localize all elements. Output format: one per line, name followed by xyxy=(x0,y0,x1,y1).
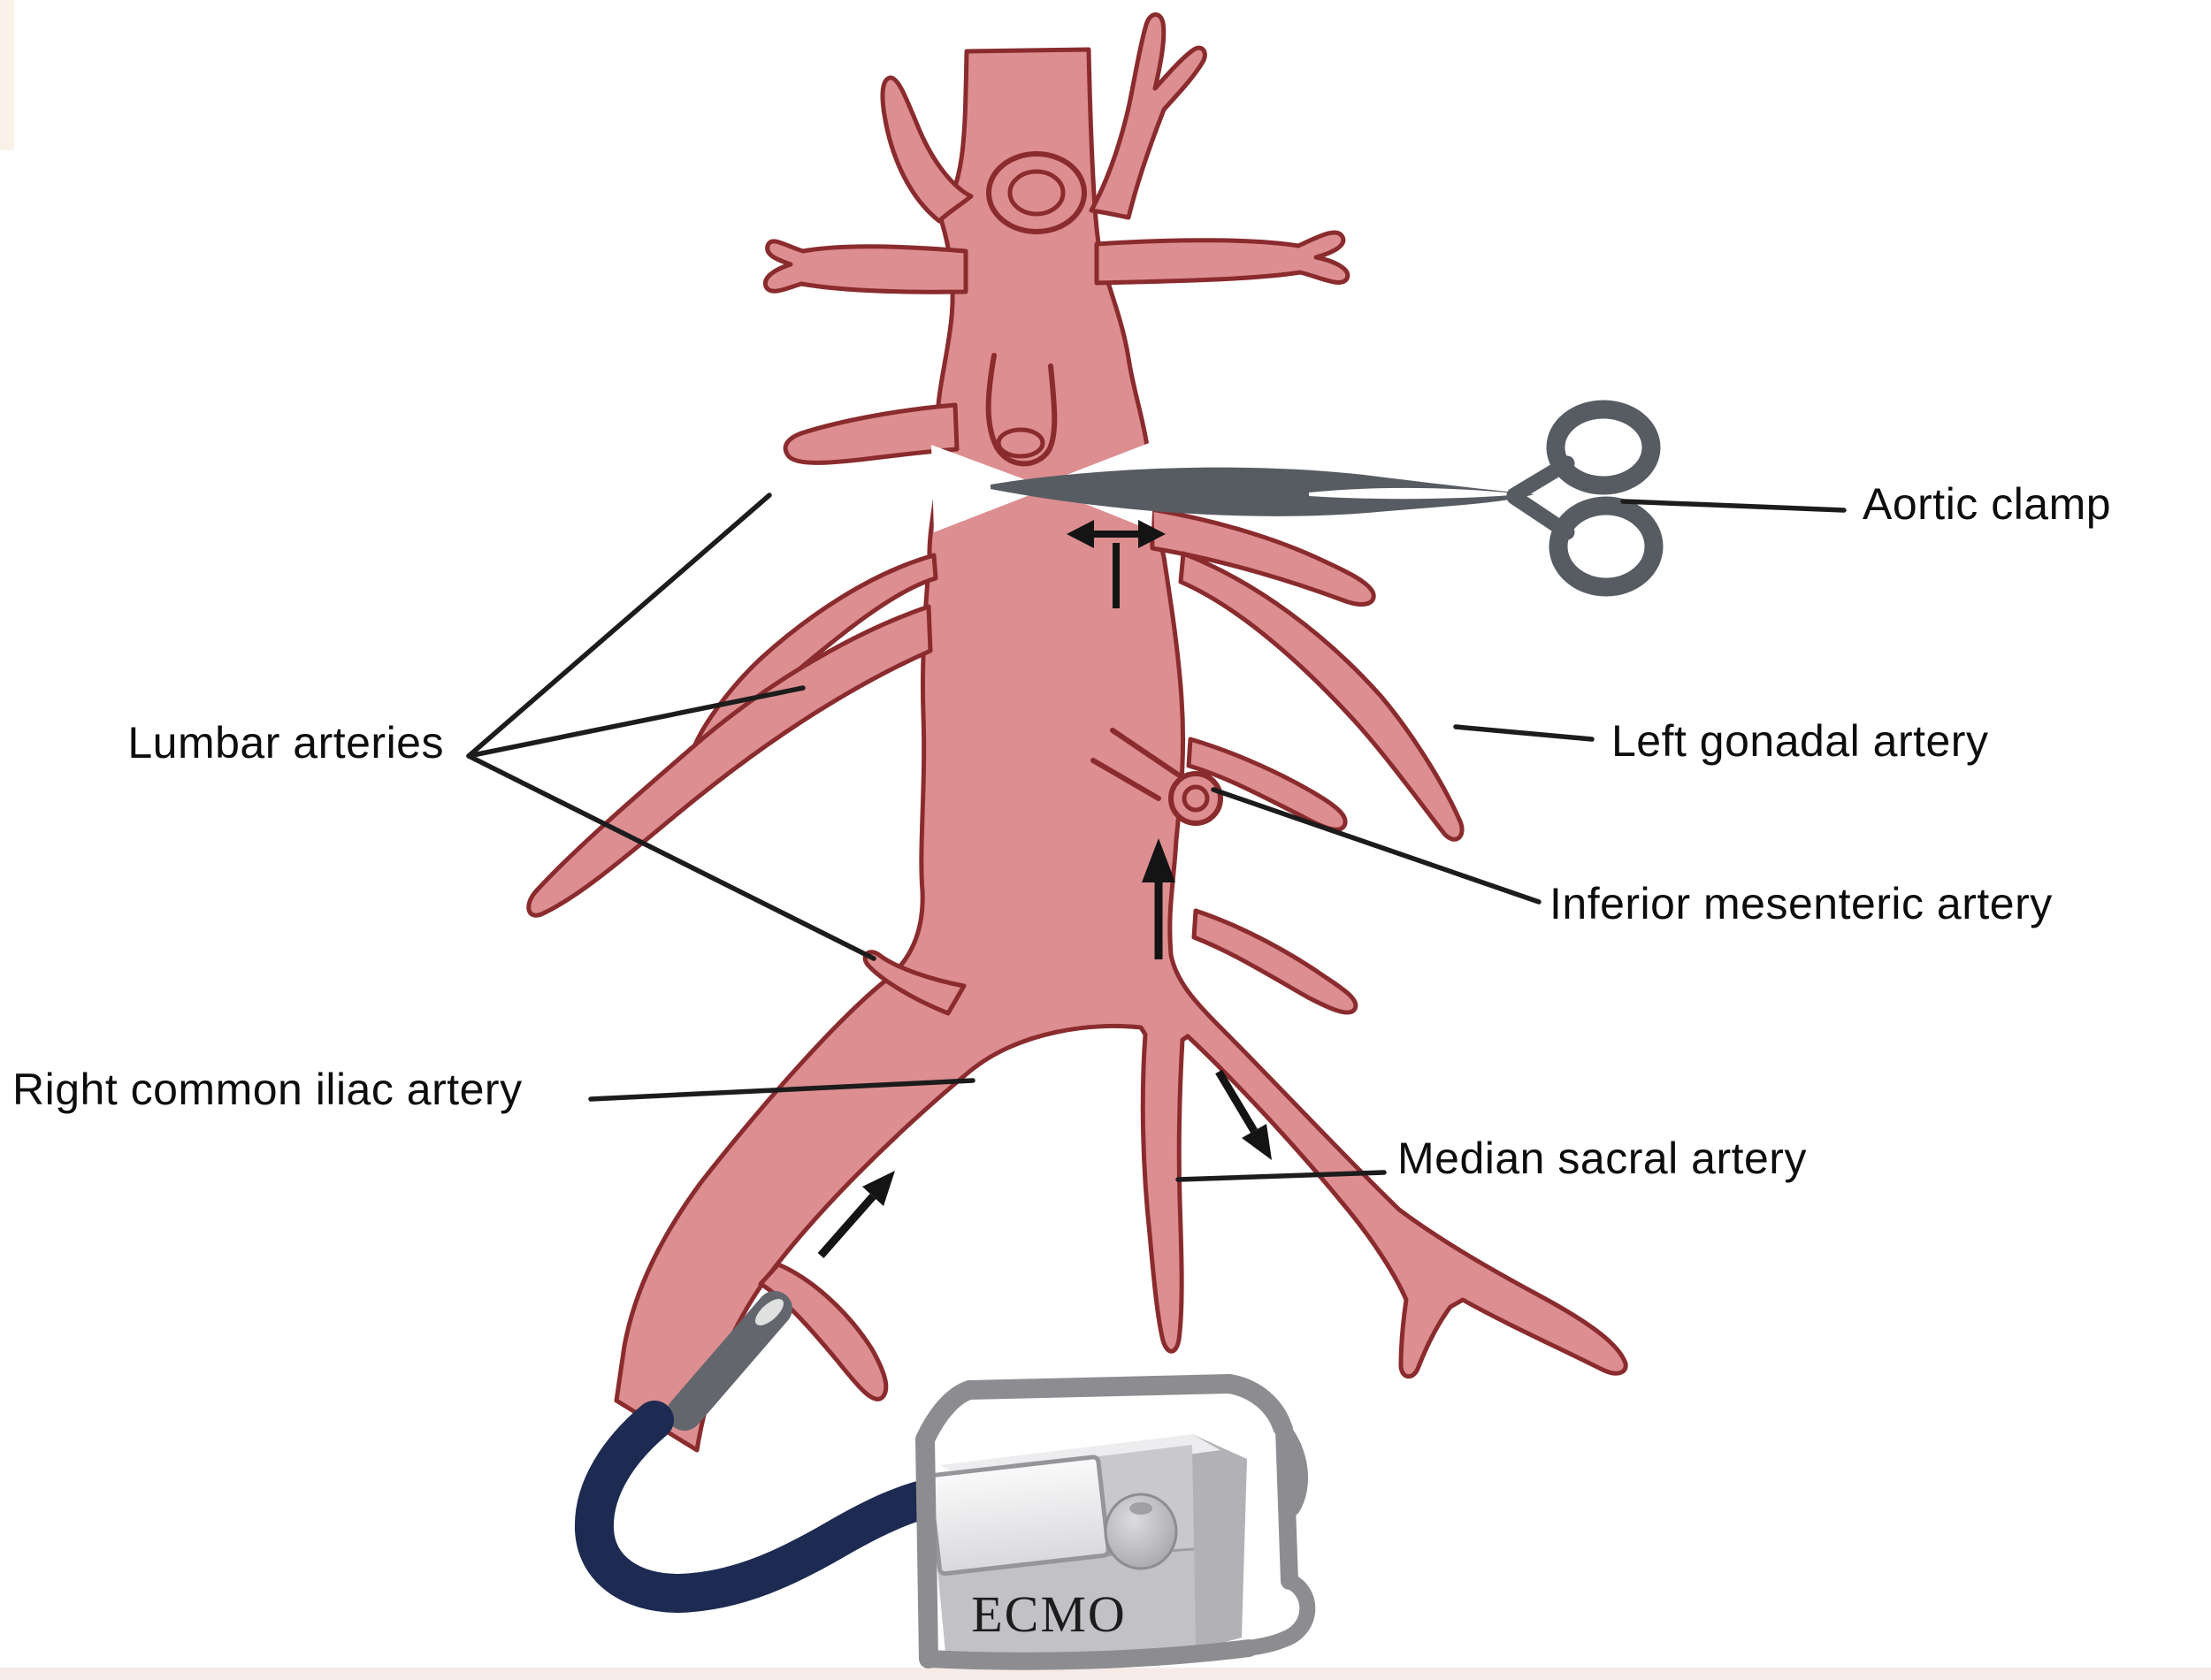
ostium-teardrop xyxy=(985,353,1058,467)
aortic-clamp-graphic xyxy=(991,400,1664,597)
flow-arrows xyxy=(817,520,1272,1258)
machine-knob-notch xyxy=(1129,1502,1152,1515)
leader-inferior-mesenteric xyxy=(1211,787,1542,905)
leader-left-gonadal xyxy=(1453,724,1595,742)
machine-side-face xyxy=(1190,1434,1247,1652)
corner-tint xyxy=(0,0,14,150)
machine-knob[interactable] xyxy=(1104,1493,1178,1570)
label-left-gonadal-artery: Left gonadal artery xyxy=(1611,716,1989,766)
inferior-mesenteric-stub xyxy=(1090,728,1223,826)
lumbar-artery-lower-right xyxy=(1191,908,1358,1015)
clamp-blade-gap xyxy=(1309,487,1523,500)
left-gonadal-artery-vessel xyxy=(1178,551,1465,842)
ecmo-machine: ECMO xyxy=(915,1374,1316,1670)
label-inferior-mesenteric-artery: Inferior mesenteric artery xyxy=(1549,879,2053,928)
up-right-arrow-right-iliac xyxy=(817,1171,895,1258)
ecmo-machine-label: ECMO xyxy=(971,1585,1127,1643)
leader-lumbar-lower xyxy=(466,753,876,961)
label-median-sacral-artery: Median sacral artery xyxy=(1397,1134,1807,1183)
clamp-blades xyxy=(991,467,1534,516)
lumbar-artery-upper-left xyxy=(783,402,960,465)
right-internal-iliac-branch xyxy=(758,1262,889,1401)
celiac-branch-left xyxy=(880,75,974,224)
down-right-arrow-left-iliac xyxy=(1215,1069,1272,1160)
lumbar-artery-middle-right xyxy=(1186,737,1348,832)
right-branch-below-clamp xyxy=(1149,507,1376,607)
leader-lumbar-upper xyxy=(466,493,772,759)
bottom-strip xyxy=(0,1668,2211,1680)
left-renal-artery xyxy=(762,239,968,294)
right-renal-artery xyxy=(1094,230,1350,286)
aorta-trunk-and-iliacs xyxy=(614,47,1628,1453)
split-arrow-below-clamp xyxy=(1067,520,1166,608)
arterial-cannula xyxy=(667,1291,792,1431)
ecmo-tube xyxy=(574,1401,950,1614)
clamp-ring-upper xyxy=(1546,400,1661,495)
celiac-branch-right xyxy=(1089,12,1207,220)
ostium-ring-upper xyxy=(986,151,1087,234)
label-lumbar-arteries: Lumbar arteries xyxy=(127,718,444,767)
clamp-ring-lower xyxy=(1549,496,1664,597)
up-arrow-aorta xyxy=(1142,838,1175,959)
leader-right-common-iliac xyxy=(588,1078,975,1102)
leader-lumbar-middle xyxy=(466,685,806,759)
machine-front-band xyxy=(937,1551,1196,1662)
leader-aortic-clamp xyxy=(1620,499,1847,513)
leader-lines xyxy=(466,493,1847,1182)
leader-median-sacral xyxy=(1175,1170,1387,1182)
label-aortic-clamp: Aortic clamp xyxy=(1863,479,2112,529)
label-right-common-iliac-artery: Right common iliac artery xyxy=(12,1065,523,1114)
aorta-illustration xyxy=(526,12,1628,1453)
machine-frame-handle xyxy=(915,1374,1316,1670)
machine-screen xyxy=(927,1455,1111,1577)
